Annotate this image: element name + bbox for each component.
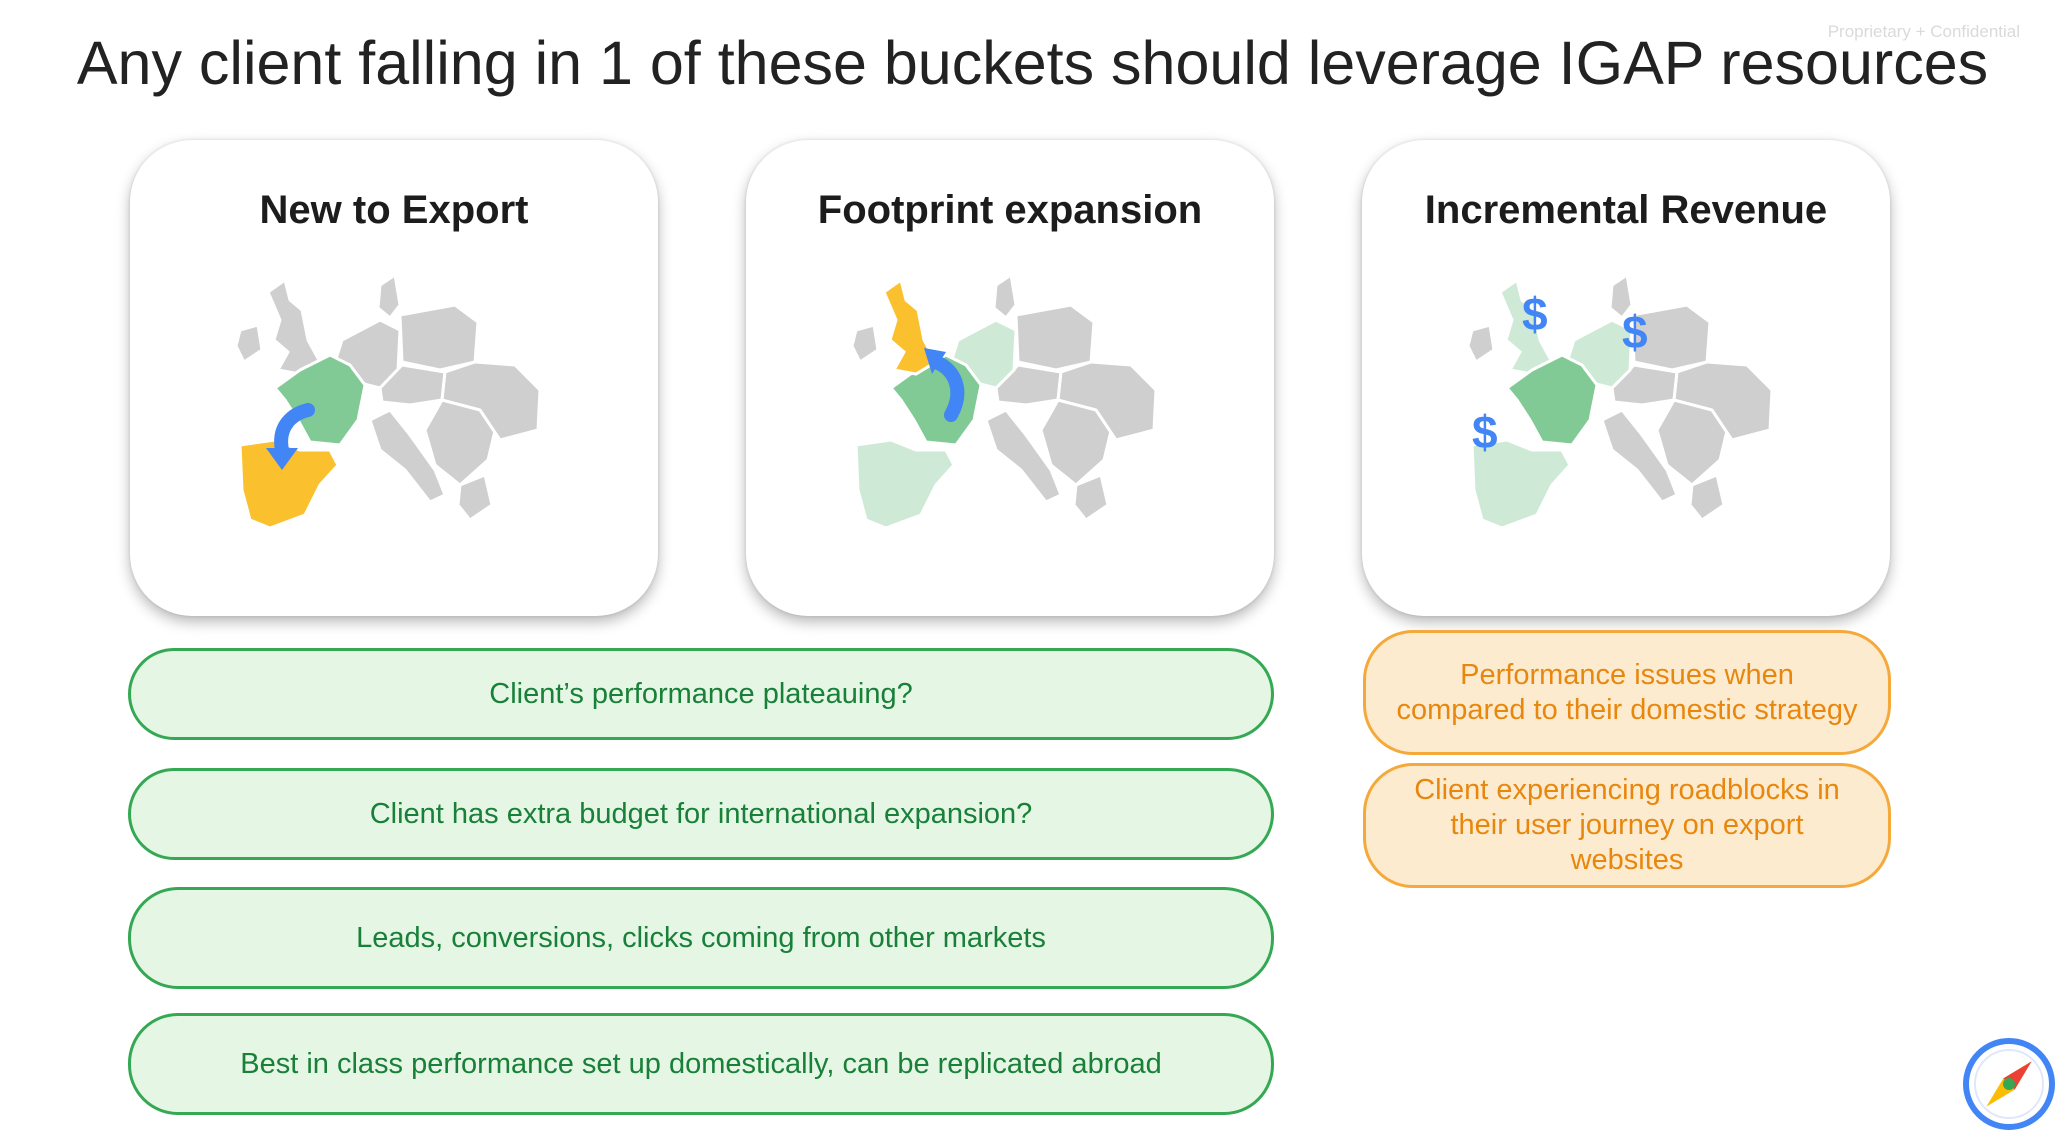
criteria-pill: Leads, conversions, clicks coming from o…: [128, 887, 1274, 989]
criteria-pill: Client’s performance plateauing?: [128, 648, 1274, 740]
card-footprint-expansion: Footprint expansion: [746, 140, 1274, 616]
criteria-pill: Best in class performance set up domesti…: [128, 1013, 1274, 1115]
dollar-icon: $: [1472, 406, 1498, 458]
confidential-label: Proprietary + Confidential: [1827, 22, 2020, 41]
criteria-pill-orange: Performance issues when compared to thei…: [1363, 630, 1891, 755]
europe-map-icon: $ $ $: [1466, 273, 1774, 530]
card-incremental-revenue: Incremental Revenue $ $ $: [1362, 140, 1890, 616]
compass-logo-icon: [1963, 1038, 2055, 1130]
dollar-icon: $: [1522, 288, 1548, 340]
europe-map-icon: [850, 273, 1158, 530]
criteria-pill: Client has extra budget for internationa…: [128, 768, 1274, 860]
criteria-pill-orange: Client experiencing roadblocks in their …: [1363, 763, 1891, 888]
card-title: Incremental Revenue: [1424, 188, 1828, 232]
card-new-to-export: New to Export: [130, 140, 658, 616]
europe-map-icon: [234, 273, 542, 530]
dollar-icon: $: [1622, 306, 1648, 358]
card-title: Footprint expansion: [817, 188, 1203, 232]
card-title: New to Export: [259, 188, 529, 232]
page-title: Any client falling in 1 of these buckets…: [76, 29, 1989, 97]
